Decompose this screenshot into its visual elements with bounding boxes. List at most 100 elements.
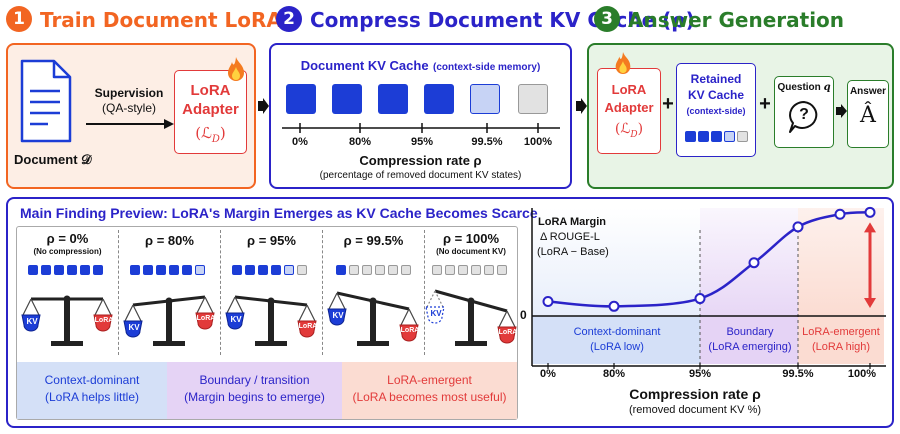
lora-adapter-box bbox=[174, 70, 247, 154]
chart-region-emergent-line1: LoRA-emergent bbox=[802, 326, 880, 338]
retained-sub: (context-side) bbox=[686, 106, 746, 116]
scale-col-label-1: ρ = 80% bbox=[145, 233, 194, 248]
compression-axis bbox=[282, 123, 560, 133]
chart-region-context-band bbox=[532, 316, 700, 364]
chart-point-2 bbox=[694, 293, 706, 305]
chart-xlabel-sub: (removed document KV %) bbox=[628, 404, 762, 416]
chart-xtick-0: 0% bbox=[540, 368, 556, 380]
scale3-kv-tag: KV bbox=[332, 311, 344, 320]
step2-tick-1: 80% bbox=[348, 136, 372, 148]
balance-scale-3 bbox=[327, 291, 419, 346]
scale3-lora-tag: LoRA bbox=[400, 327, 420, 334]
region-context-line2: (LoRA helps little) bbox=[44, 390, 140, 404]
balance-scale-4 bbox=[425, 289, 517, 346]
retained-kv-block-0 bbox=[685, 131, 696, 142]
chart-margin-arrow-head-up bbox=[864, 222, 876, 233]
mini-kv bbox=[336, 265, 346, 275]
step2-number: 2 bbox=[276, 6, 302, 32]
question-var: q bbox=[823, 82, 831, 93]
chart-margin-arrow-head-down bbox=[864, 298, 876, 308]
plus-sign-2: + bbox=[759, 93, 771, 115]
mini-kv bbox=[432, 265, 442, 275]
step2-to-step3-arrow bbox=[576, 98, 587, 114]
step3-loss-close: ) bbox=[637, 121, 644, 137]
scale-col-label-2: ρ = 95% bbox=[247, 233, 296, 248]
mini-kv-row-3 bbox=[336, 265, 416, 277]
balance-scale-1 bbox=[123, 295, 215, 346]
kv-block-1 bbox=[332, 84, 362, 114]
kv-block-5 bbox=[518, 84, 548, 114]
mini-kv bbox=[284, 265, 294, 275]
chart-ylabel-line3: (LoRA − Base) bbox=[537, 246, 609, 258]
chart-region-context-line1: Context-dominant bbox=[573, 326, 661, 338]
region-band-emergent bbox=[342, 362, 517, 419]
region-emergent-line1: LoRA-emergent bbox=[387, 373, 472, 387]
mini-kv-row-2 bbox=[232, 265, 312, 277]
fire-icon bbox=[228, 57, 244, 81]
scale-col-label-3: ρ = 99.5% bbox=[343, 233, 404, 248]
region-boundary-line2: (Margin begins to emerge) bbox=[184, 390, 325, 404]
chart-region-boundary-line1: Boundary bbox=[726, 326, 774, 338]
kv-cache-title: Document KV Cache bbox=[300, 58, 429, 73]
kv-block-3 bbox=[424, 84, 454, 114]
mini-kv bbox=[80, 265, 90, 275]
step2-axis-sublabel: (percentage of removed document KV state… bbox=[319, 170, 522, 181]
chart-xlabel: Compression rate ρ bbox=[629, 386, 761, 402]
mini-kv bbox=[232, 265, 242, 275]
chart-point-3 bbox=[748, 257, 760, 269]
mini-kv bbox=[169, 265, 179, 275]
mini-kv bbox=[401, 265, 411, 275]
question-label: Question bbox=[777, 82, 821, 93]
plus-sign-1: + bbox=[662, 93, 674, 115]
mini-kv bbox=[182, 265, 192, 275]
scale0-kv-tag: KV bbox=[26, 317, 38, 326]
supervision-arrow bbox=[86, 119, 174, 129]
document-label: Document 𝒟 bbox=[14, 152, 92, 167]
question-label-row: Question q bbox=[774, 82, 834, 93]
region-context-line1: Context-dominant bbox=[44, 373, 140, 387]
chart-region-boundary-line2: (LoRA emerging) bbox=[708, 341, 792, 353]
kv-cache-title-row: Document KV Cache (context-side memory) bbox=[269, 57, 572, 75]
retained-kv-block-2 bbox=[711, 131, 722, 142]
step1-title: Train Document LoRA bbox=[40, 8, 282, 32]
lora-margin-chart bbox=[531, 206, 886, 369]
mini-kv bbox=[54, 265, 64, 275]
kv-cache-subtitle: (context-side memory) bbox=[433, 62, 541, 73]
mini-kv-row-0 bbox=[28, 265, 108, 277]
chart-region-boundary-band bbox=[700, 316, 798, 364]
scale0-lora-tag: LoRA bbox=[94, 317, 114, 324]
mini-kv bbox=[497, 265, 507, 275]
mini-kv bbox=[458, 265, 468, 275]
chart-point-1 bbox=[608, 300, 620, 312]
scales-divider-2 bbox=[220, 230, 221, 355]
answer-label: Answer bbox=[849, 86, 887, 97]
mini-kv bbox=[271, 265, 281, 275]
chart-region-context-top bbox=[532, 208, 700, 316]
region-band-boundary bbox=[167, 362, 342, 419]
retained-kv-block-3 bbox=[724, 131, 735, 142]
chart-zero-label: 0 bbox=[520, 308, 527, 322]
mini-kv bbox=[67, 265, 77, 275]
mini-kv bbox=[471, 265, 481, 275]
chart-region-context-line2: (LoRA low) bbox=[590, 341, 644, 353]
region-band-context bbox=[17, 362, 167, 419]
kv-block-4 bbox=[470, 84, 500, 114]
mini-kv bbox=[156, 265, 166, 275]
mini-kv bbox=[388, 265, 398, 275]
supervision-label: Supervision bbox=[94, 86, 164, 100]
question-mark: ? bbox=[799, 106, 809, 123]
balance-scale-2 bbox=[225, 295, 317, 346]
chart-xtick-2: 95% bbox=[688, 368, 712, 380]
step3-number: 3 bbox=[594, 6, 620, 32]
chart-point-5 bbox=[834, 208, 846, 220]
mini-kv-row-1 bbox=[130, 265, 210, 277]
qa-style-label: (QA-style) bbox=[102, 101, 156, 115]
chart-xtick-1: 80% bbox=[602, 368, 626, 380]
answer-symbol: Â bbox=[860, 103, 876, 128]
speech-bubble-icon bbox=[789, 101, 818, 133]
scales-divider-1 bbox=[118, 230, 119, 355]
chart-region-emergent-line2: (LoRA high) bbox=[811, 341, 871, 353]
scales-divider-3 bbox=[322, 230, 323, 355]
lora-loss-open: (ℒ bbox=[195, 124, 212, 142]
mini-kv bbox=[195, 265, 205, 275]
